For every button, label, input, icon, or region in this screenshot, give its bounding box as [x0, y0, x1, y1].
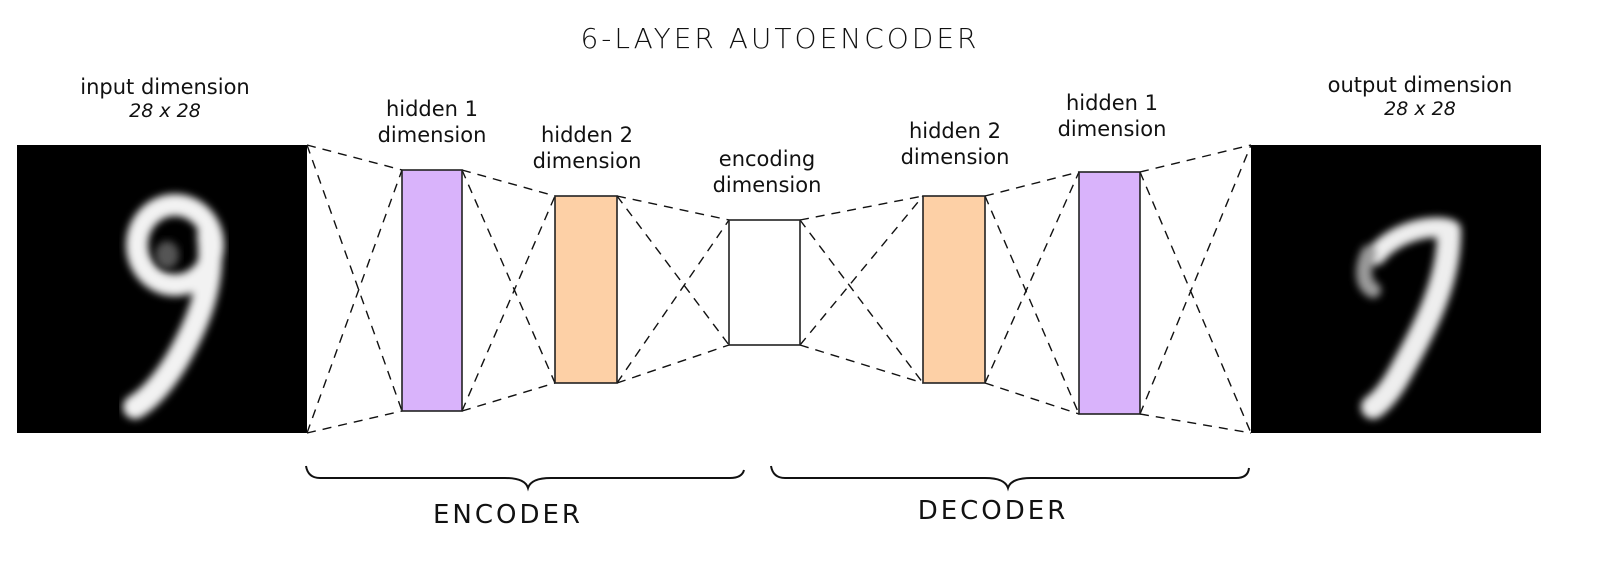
connector-line: [306, 410, 403, 434]
connector-line: [616, 195, 730, 346]
encoder-hidden2-label: hidden 2: [540, 123, 634, 147]
encoder-hidden1-sub: dimension: [377, 123, 487, 147]
input-dimension-label: input dimension: [80, 75, 250, 99]
encoder-hidden2-sub: dimension: [532, 149, 642, 173]
connector-line: [306, 144, 403, 412]
connector-line: [1139, 144, 1252, 173]
input-digit-image: [17, 145, 307, 433]
connector-line: [616, 344, 730, 384]
connector-line: [799, 344, 924, 384]
connector-line: [984, 171, 1080, 384]
connector-line: [306, 144, 403, 171]
decoder-brace: [770, 465, 1250, 492]
decoder-hidden2-layer: [922, 195, 986, 384]
connector-line: [616, 219, 730, 384]
decoder-hidden1-layer: [1078, 171, 1141, 415]
connector-line: [306, 169, 403, 434]
encoding-layer: [728, 219, 801, 346]
encoder-hidden1-layer: [401, 169, 463, 412]
connector-line: [1139, 171, 1252, 434]
connector-line: [984, 382, 1080, 415]
encoder-brace: [305, 465, 745, 492]
decoder-label: DECODER: [917, 496, 1069, 526]
decoder-hidden2-label: hidden 2: [908, 119, 1002, 143]
connector-line: [616, 195, 730, 221]
connector-line: [461, 195, 556, 412]
connector-line: [1139, 144, 1252, 415]
encoding-sub: dimension: [712, 173, 822, 197]
output-size-label: 28 x 28: [1384, 98, 1456, 120]
encoder-hidden1-label: hidden 1: [385, 97, 479, 121]
decoder-hidden2-sub: dimension: [900, 145, 1010, 169]
connector-line: [799, 219, 924, 384]
output-digit-image: [1251, 145, 1541, 433]
connector-line: [984, 195, 1080, 415]
decoder-hidden1-label: hidden 1: [1065, 91, 1159, 115]
connector-line: [984, 171, 1080, 197]
encoding-label: encoding: [718, 147, 816, 171]
input-size-label: 28 x 28: [129, 100, 201, 122]
output-dimension-label: output dimension: [1327, 73, 1513, 97]
connector-line: [461, 169, 556, 197]
connector-line: [799, 195, 924, 221]
connector-line: [799, 195, 924, 346]
connector-line: [461, 169, 556, 384]
diagram-title: 6-LAYER AUTOENCODER: [580, 22, 980, 55]
connector-line: [461, 382, 556, 412]
connector-line: [1139, 413, 1252, 434]
encoder-hidden2-layer: [554, 195, 618, 384]
encoder-label: ENCODER: [432, 500, 583, 530]
decoder-hidden1-sub: dimension: [1057, 117, 1167, 141]
